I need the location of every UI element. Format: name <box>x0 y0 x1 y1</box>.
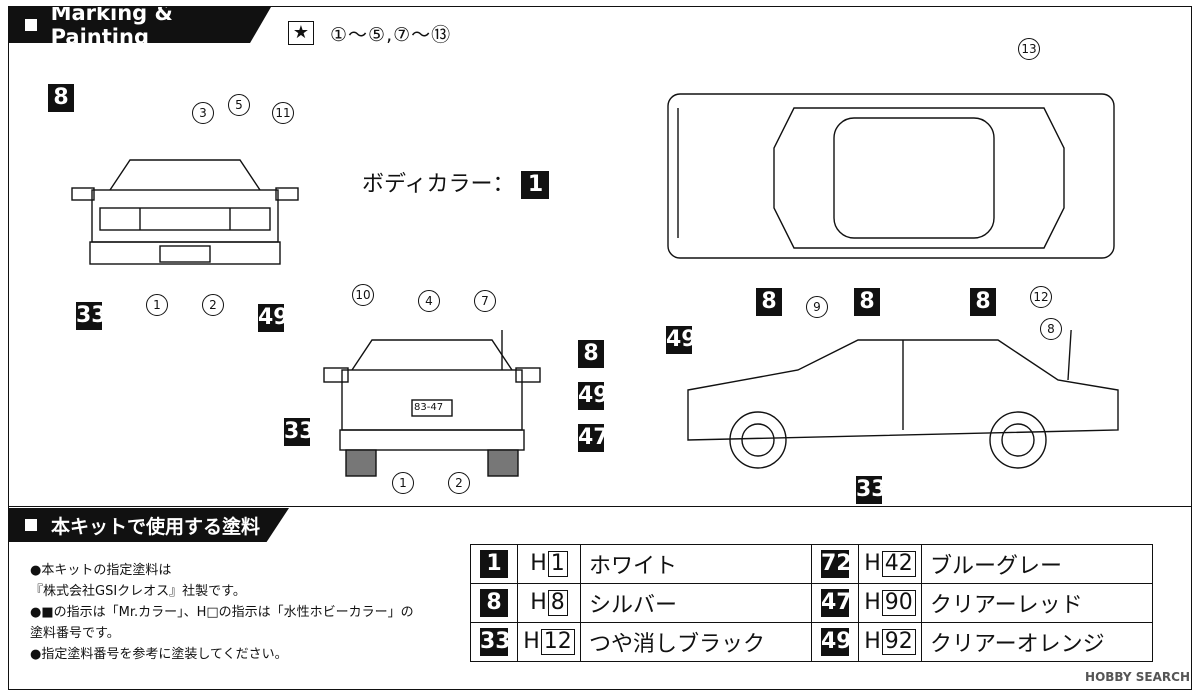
rear-car-drawing <box>323 330 541 477</box>
hobby-color-code: 12 <box>540 629 575 655</box>
hobby-color-code: 42 <box>881 551 916 577</box>
rear-plate: 83-47 <box>414 402 444 413</box>
rear-label-47: 47 <box>578 424 609 452</box>
rear-label-7: 7 <box>474 290 496 312</box>
side-label-9: 9 <box>806 296 828 318</box>
section-banner-marking: Marking & Painting <box>9 7 271 43</box>
side-label-49: 49 <box>666 326 697 354</box>
rear-label-1: 1 <box>392 472 414 494</box>
side-label-8b: 8 <box>854 288 880 316</box>
paint-name: つや消しブラック <box>580 622 812 662</box>
front-label-33: 33 <box>76 302 107 330</box>
top-label-12: 12 <box>1030 286 1052 308</box>
body-color-code: 1 <box>521 171 550 199</box>
paint-name: クリアーオレンジ <box>921 622 1153 662</box>
top-car-drawing <box>667 93 1115 259</box>
note-line: ●指定塗料番号を参考に塗装してください。 <box>30 647 288 662</box>
paint-name: ホワイト <box>580 544 812 584</box>
star-icon: ★ <box>288 21 314 45</box>
mr-color-code: 8 <box>480 589 508 617</box>
side-label-8a: 8 <box>756 288 782 316</box>
front-label-3: 3 <box>192 102 214 124</box>
rear-label-2: 2 <box>448 472 470 494</box>
side-label-8-circ: 8 <box>1040 318 1062 340</box>
mr-color-code: 47 <box>821 589 852 617</box>
front-label-5: 5 <box>228 94 250 116</box>
note-line: ●■の指示は「Mr.カラー」、H□の指示は「水性ホビーカラー」の <box>30 605 414 620</box>
watermark: HOBBY SEARCH <box>1085 670 1190 684</box>
rear-label-10: 10 <box>352 284 374 306</box>
mr-color-code: 72 <box>821 550 852 578</box>
side-car-drawing <box>687 330 1119 469</box>
side-label-8c: 8 <box>970 288 996 316</box>
mr-color-code: 1 <box>480 550 508 578</box>
front-label-8: 8 <box>48 84 74 112</box>
mr-color-code: 49 <box>821 628 852 656</box>
front-label-11: 11 <box>272 102 294 124</box>
body-color-label: ボディカラー： 1 <box>362 166 550 199</box>
front-car-drawing <box>71 159 299 265</box>
hobby-color-code: 8 <box>547 590 568 616</box>
side-label-33: 33 <box>856 476 887 504</box>
front-label-1: 1 <box>146 294 168 316</box>
mr-color-code: 33 <box>480 628 511 656</box>
hobby-color-code: 90 <box>881 590 916 616</box>
section-banner-paints: 本キットで使用する塗料 <box>9 508 289 542</box>
paint-name: クリアーレッド <box>921 583 1153 623</box>
section-title: Marking & Painting <box>50 1 173 49</box>
paint-name: ブルーグレー <box>921 544 1153 584</box>
paint-notes: ●本キットの指定塗料は 『株式会社GSIクレオス』社製です。 ●■の指示は「Mr… <box>30 560 460 665</box>
rear-label-49: 49 <box>578 382 609 410</box>
square-icon <box>25 519 37 531</box>
note-line: ●本キットの指定塗料は <box>30 563 172 578</box>
rear-label-4: 4 <box>418 290 440 312</box>
front-label-2: 2 <box>202 294 224 316</box>
decal-range: ①～⑤,⑦～⑬ <box>330 24 452 46</box>
sheet-frame <box>8 6 1192 690</box>
note-line: 塗料番号です。 <box>30 626 120 641</box>
hobby-color-code: 92 <box>881 629 916 655</box>
paint-name: シルバー <box>580 583 812 623</box>
rear-label-33: 33 <box>284 418 315 446</box>
section-title-paints: 本キットで使用する塗料 <box>51 515 261 538</box>
rear-label-8: 8 <box>578 340 604 368</box>
section-divider <box>8 506 1192 507</box>
front-label-49: 49 <box>258 304 289 332</box>
square-icon <box>25 19 37 31</box>
hobby-color-code: 1 <box>547 551 568 577</box>
note-line: 『株式会社GSIクレオス』社製です。 <box>30 584 246 599</box>
top-label-13: 13 <box>1018 38 1040 60</box>
